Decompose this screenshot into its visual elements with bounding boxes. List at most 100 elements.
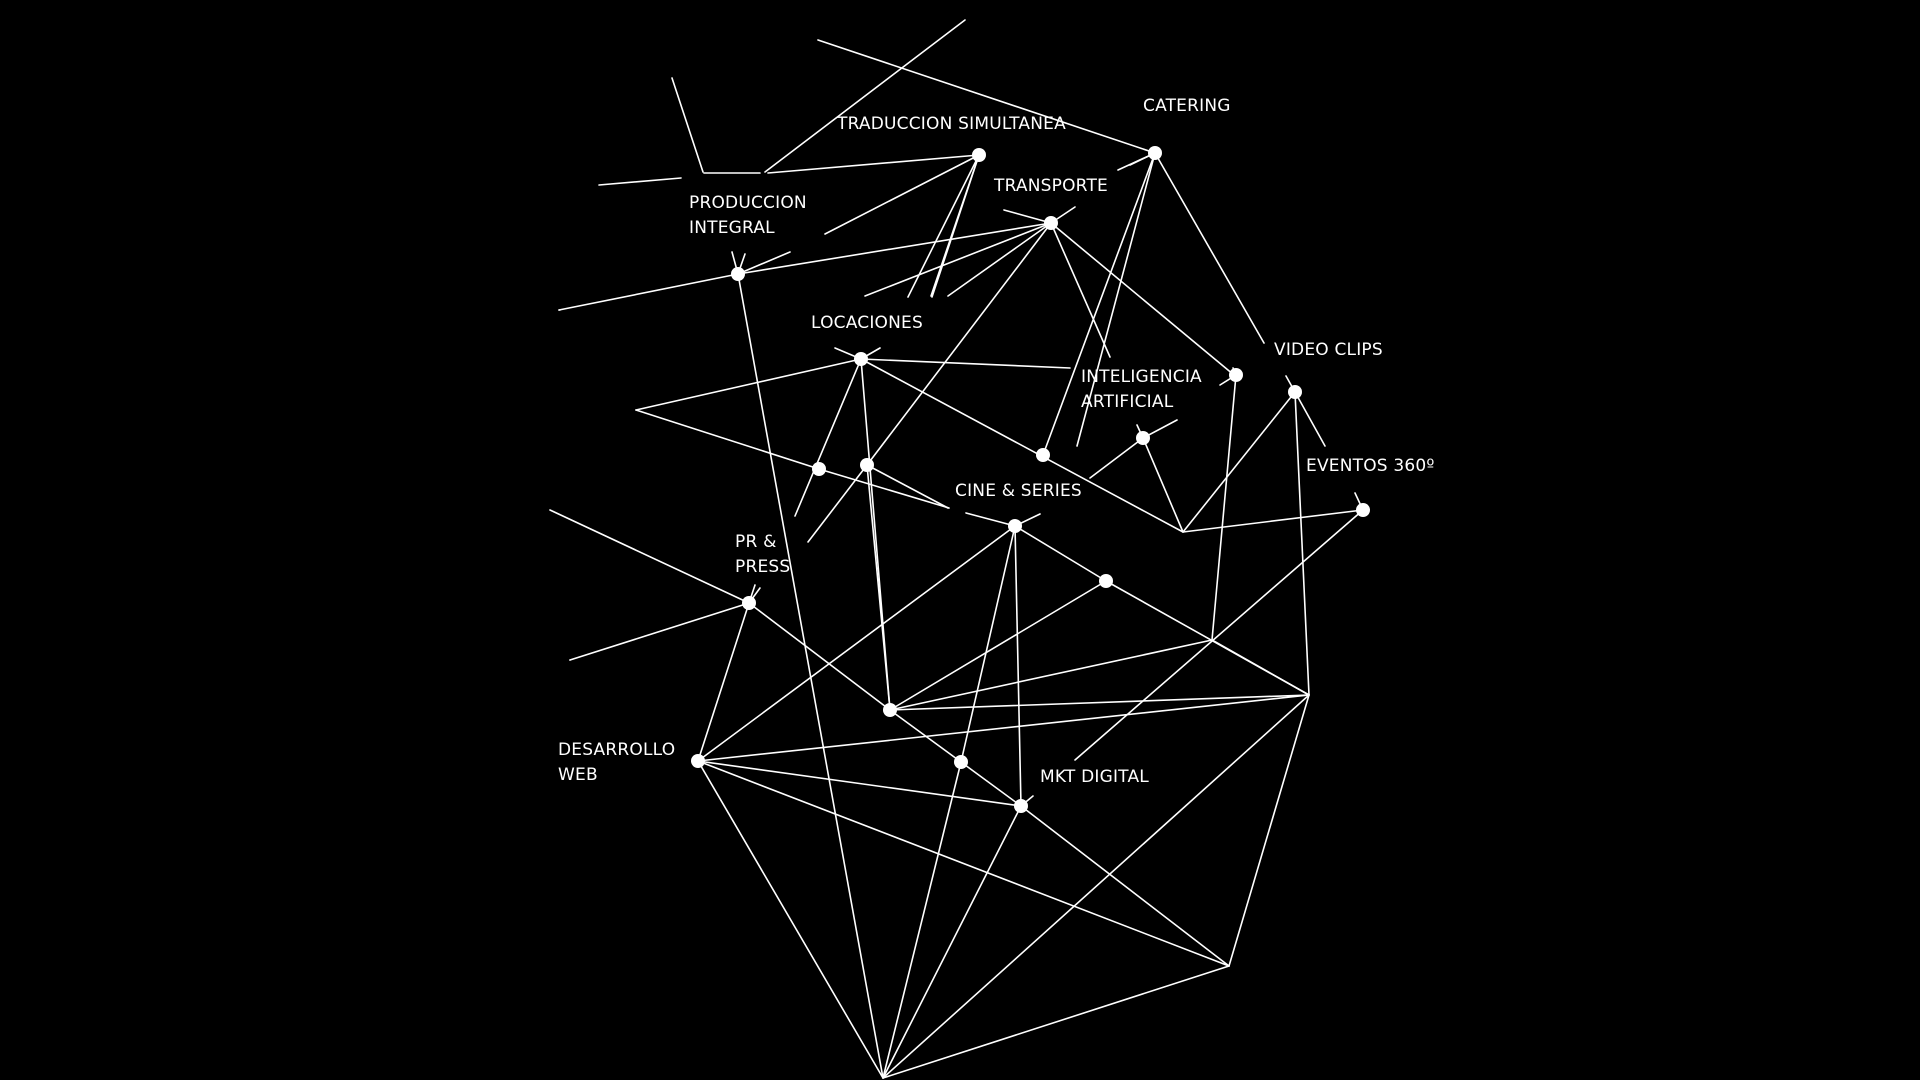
label-locaciones[interactable]: LOCACIONES: [811, 311, 923, 336]
connection-line: [1074, 509, 1364, 761]
connection-line: [671, 77, 704, 173]
label-text: VIDEO CLIPS: [1274, 340, 1383, 360]
label-text-line1: PR &: [735, 532, 777, 552]
connection-line: [882, 761, 962, 1079]
label-text: LOCACIONES: [811, 313, 923, 333]
connection-line: [635, 409, 820, 470]
connection-line: [697, 602, 750, 762]
connection-line: [1003, 209, 1052, 224]
label-text-line1: INTELIGENCIA: [1081, 367, 1202, 387]
node-dot[interactable]: [854, 352, 868, 366]
connection-line: [569, 602, 750, 661]
label-text: TRADUCCION SIMULTANEA: [837, 114, 1066, 134]
connection-line: [1228, 694, 1310, 967]
connection-line: [737, 222, 1052, 275]
node-dot[interactable]: [691, 754, 705, 768]
connection-line: [697, 760, 1022, 807]
connection-line: [748, 602, 891, 711]
connection-line: [882, 805, 1022, 1079]
label-text: CATERING: [1143, 96, 1231, 116]
node-dot[interactable]: [1008, 519, 1022, 533]
label-produccion-integral[interactable]: PRODUCCION INTEGRAL: [689, 191, 807, 241]
connection-line: [767, 154, 980, 174]
connection-line: [866, 464, 949, 509]
label-mkt-digital[interactable]: MKT DIGITAL: [1040, 765, 1149, 790]
node-dot[interactable]: [860, 458, 874, 472]
label-text-line2: ARTIFICIAL: [1081, 392, 1174, 412]
connection-line: [860, 358, 1071, 369]
label-text: TRANSPORTE: [994, 176, 1108, 196]
connection-line: [889, 694, 1310, 711]
node-dot[interactable]: [812, 462, 826, 476]
connection-line: [1050, 222, 1111, 358]
label-text: MKT DIGITAL: [1040, 767, 1149, 787]
label-catering[interactable]: CATERING: [1143, 94, 1231, 119]
connection-line: [1014, 525, 1022, 807]
connection-line: [1154, 152, 1265, 344]
connection-line: [824, 154, 980, 235]
connection-line: [807, 464, 868, 543]
node-dot[interactable]: [1044, 216, 1058, 230]
connection-line: [907, 154, 980, 298]
connection-line: [598, 177, 682, 186]
connection-line: [635, 358, 862, 411]
label-text: EVENTOS 360º: [1306, 456, 1435, 476]
connection-line: [889, 639, 1213, 711]
node-dot[interactable]: [1136, 431, 1150, 445]
connection-line: [558, 273, 739, 311]
connection-line: [697, 760, 1230, 967]
node-dot[interactable]: [1148, 146, 1162, 160]
connection-line: [1294, 391, 1326, 447]
connection-line: [931, 154, 980, 298]
connection-line: [697, 525, 1016, 762]
connection-line: [960, 525, 1016, 763]
label-text-line2: WEB: [558, 765, 598, 785]
label-pr-press[interactable]: PR & PRESS: [735, 530, 790, 580]
label-text-line1: DESARROLLO: [558, 740, 676, 760]
connection-line: [889, 580, 1107, 711]
connection-line: [737, 273, 884, 1079]
label-traduccion-simultanea[interactable]: TRADUCCION SIMULTANEA: [837, 112, 1066, 137]
connection-line: [882, 965, 1230, 1079]
connection-line: [860, 358, 1184, 533]
label-text-line2: INTEGRAL: [689, 218, 775, 238]
connection-line: [866, 222, 1052, 466]
connection-line: [1142, 437, 1184, 533]
connection-line: [697, 694, 1310, 762]
label-eventos-360[interactable]: EVENTOS 360º: [1306, 454, 1435, 479]
label-video-clips[interactable]: VIDEO CLIPS: [1274, 338, 1383, 363]
node-dot[interactable]: [1288, 385, 1302, 399]
node-dot[interactable]: [1099, 574, 1113, 588]
connection-line: [817, 39, 1156, 154]
connection-line: [764, 19, 966, 173]
node-dot[interactable]: [883, 703, 897, 717]
network-nodes: [691, 146, 1370, 813]
node-dot[interactable]: [731, 267, 745, 281]
connection-line: [1076, 152, 1156, 447]
node-dot[interactable]: [742, 596, 756, 610]
node-dot[interactable]: [954, 755, 968, 769]
label-cine-series[interactable]: CINE & SERIES: [955, 479, 1082, 504]
connection-line: [1211, 639, 1310, 696]
node-dot[interactable]: [972, 148, 986, 162]
label-inteligencia-artificial[interactable]: INTELIGENCIA ARTIFICIAL: [1081, 365, 1202, 415]
connection-line: [549, 509, 750, 604]
label-transporte[interactable]: TRANSPORTE: [994, 174, 1108, 199]
connection-line: [882, 694, 1310, 1079]
node-dot[interactable]: [1014, 799, 1028, 813]
connection-line: [947, 222, 1052, 297]
connection-line: [866, 464, 891, 711]
connection-line: [1042, 152, 1156, 456]
connection-line: [1014, 525, 1107, 582]
node-dot[interactable]: [1229, 368, 1243, 382]
label-desarrollo-web[interactable]: DESARROLLO WEB: [558, 738, 675, 788]
connection-line: [1294, 391, 1310, 696]
connection-line: [794, 358, 862, 517]
node-dot[interactable]: [1036, 448, 1050, 462]
node-dot[interactable]: [1356, 503, 1370, 517]
connection-line: [697, 760, 884, 1079]
connection-line: [965, 512, 1016, 527]
network-edges: [549, 19, 1364, 1079]
